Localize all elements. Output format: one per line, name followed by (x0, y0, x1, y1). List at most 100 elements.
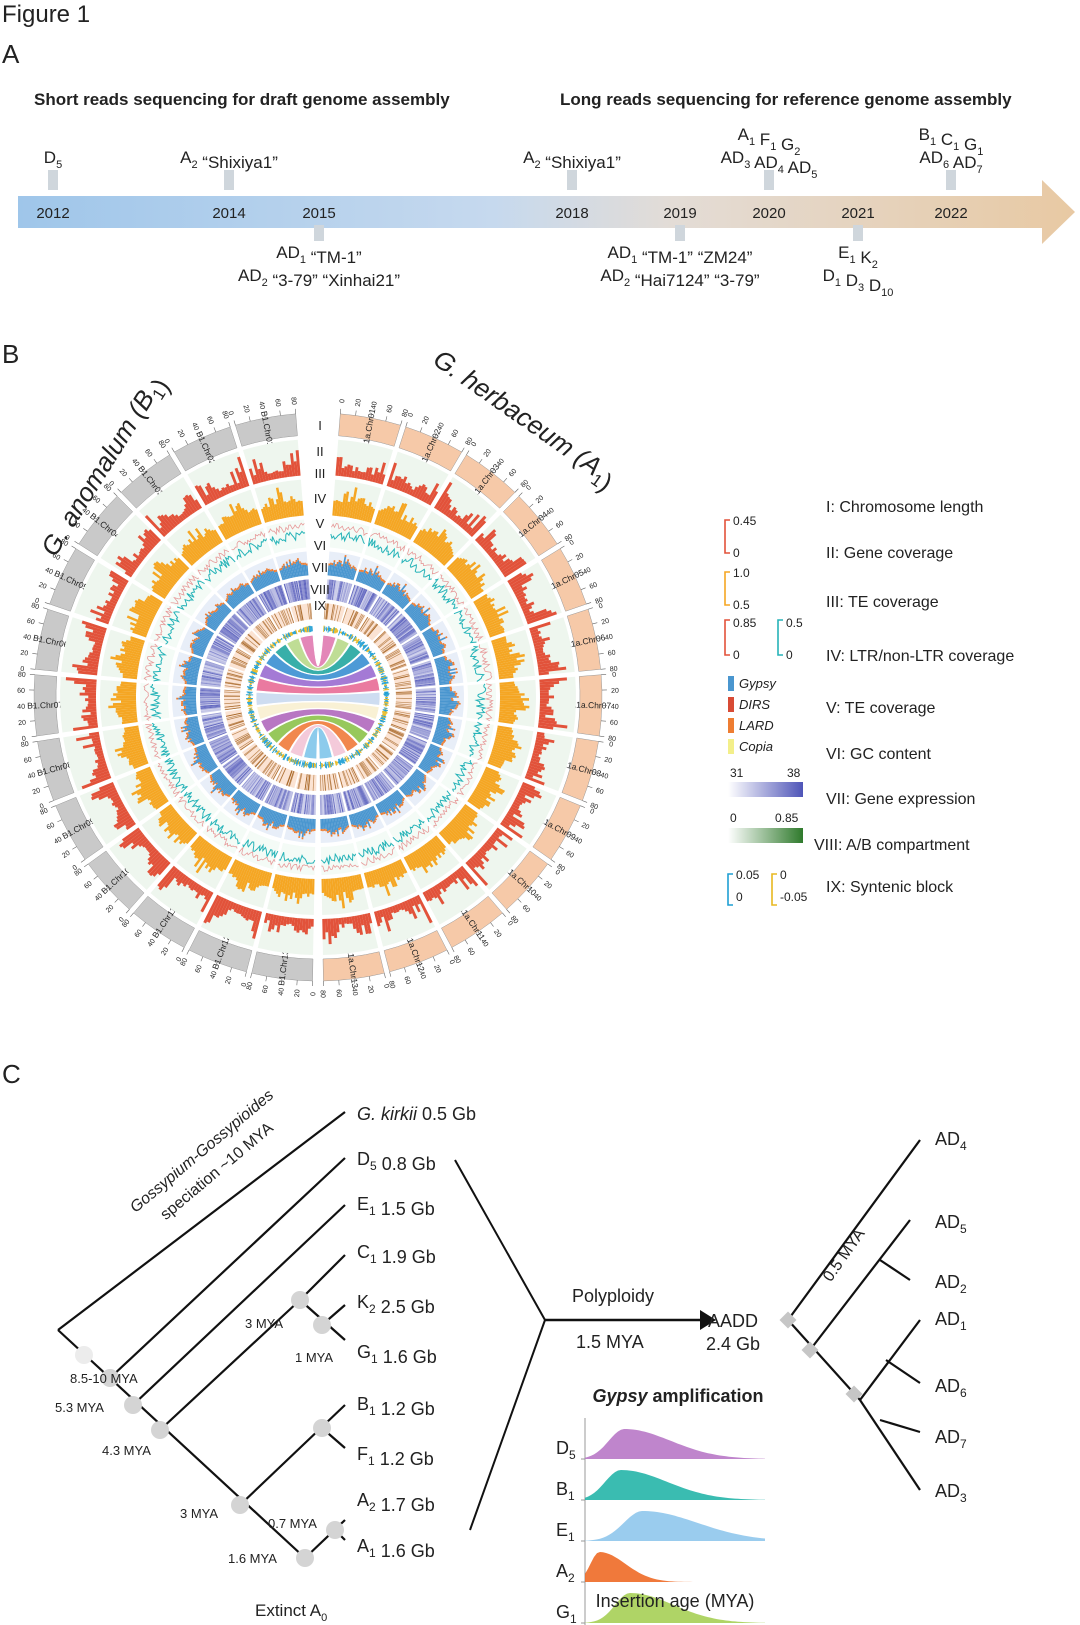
lard-bar (292, 561, 295, 564)
gene-coverage-bar (443, 878, 451, 888)
expression-mark (372, 752, 385, 765)
te-coverage-bar (160, 561, 181, 580)
gypsy-bar (327, 818, 331, 831)
scale-tick (466, 450, 470, 456)
scale-tick-label: 0 (118, 916, 126, 924)
gypsy-bar (245, 584, 254, 595)
gypsy-bar (327, 565, 330, 576)
gene-coverage-bar (104, 599, 117, 607)
gene-coverage-bar (532, 752, 540, 757)
gc-heat-cell (407, 648, 427, 658)
gene-coverage-bar (289, 453, 296, 477)
compartment-bar (359, 641, 362, 645)
expression-mark (378, 745, 392, 756)
lard-bar (419, 789, 422, 793)
compartment-bar (259, 733, 262, 736)
scale-tick (591, 771, 597, 774)
expression-mark (308, 774, 311, 791)
scale-tick (280, 978, 283, 984)
gypsy-bar (336, 817, 340, 829)
gc-heat-cell (300, 580, 305, 601)
gypsy-bar (297, 817, 302, 831)
compartment-bar (271, 746, 278, 754)
lard-bar (353, 824, 356, 828)
te-coverage-bar (374, 869, 383, 888)
gene-coverage-bar (475, 851, 483, 860)
gene-coverage-bar (195, 884, 202, 893)
compartment-bar (326, 627, 329, 631)
gc-heat-cell (336, 581, 341, 601)
gc-heat-cell (232, 764, 248, 779)
te-coverage-bar (170, 564, 184, 577)
lard-bar (191, 632, 195, 635)
compartment-bar (283, 634, 287, 640)
gypsy-bar (178, 697, 197, 700)
compartment-bar (377, 666, 382, 669)
gypsy-bar (266, 810, 275, 829)
gc-heat-cell (415, 684, 436, 688)
lard-bar (183, 669, 187, 672)
node-age-6: 0.7 MYA (268, 1516, 317, 1531)
gypsy-bar (235, 792, 244, 802)
gypsy-bar (425, 752, 444, 764)
gc-heat-cell (266, 785, 276, 804)
gypsy-bar (215, 611, 225, 620)
gene-coverage-bar (223, 900, 232, 916)
scale-tick-label: 80 (289, 397, 297, 405)
gypsy-bar (439, 707, 451, 711)
lard-bar (300, 831, 303, 834)
gene-track-bg (139, 477, 203, 538)
gene-coverage-bar (406, 485, 413, 495)
lard-bar (222, 602, 225, 605)
gene-coverage-bar (539, 695, 555, 699)
gc-heat-cell (403, 639, 422, 651)
gc-heat-cell (200, 706, 221, 709)
gene-coverage-bar (470, 520, 487, 538)
scale-tick-label: 40 (545, 507, 556, 517)
gc-heat-cell (335, 580, 340, 601)
compartment-bar (321, 763, 324, 768)
lard-bar (188, 660, 191, 663)
te-coverage-bar (431, 535, 448, 556)
te-coverage-bar (416, 530, 428, 546)
expression-mark (354, 613, 363, 629)
gypsy-bar (183, 707, 197, 711)
gc-heat-cell (377, 602, 391, 620)
gene-coverage-bar (237, 456, 250, 487)
gene-coverage-bar (404, 482, 411, 494)
compartment-bar (256, 729, 260, 732)
te-coverage-bar (451, 559, 468, 575)
lard-bar (246, 582, 250, 586)
compartment-bar (333, 627, 336, 634)
compartment-bar (302, 627, 305, 633)
gc-heat-cell (286, 582, 293, 603)
lard-bar (328, 829, 331, 833)
gc-heat-cell (411, 724, 432, 732)
gene-coverage-bar (492, 831, 500, 839)
track-numeral: IX (314, 598, 327, 613)
lard-bar (300, 562, 303, 565)
te-coverage-bar (147, 790, 163, 801)
te-coverage-bar (487, 761, 502, 769)
gene-coverage-bar (364, 913, 372, 934)
gene-coverage-bar (139, 548, 149, 556)
scale-tick (31, 735, 37, 738)
gene-coverage-bar (132, 559, 141, 567)
lard-bar (389, 813, 393, 816)
gypsy-bar (297, 559, 302, 577)
gene-coverage-bar (92, 765, 108, 773)
lard-bar (423, 613, 426, 616)
compartment-bar (285, 633, 289, 639)
compartment-bar (384, 703, 388, 705)
gypsy-bar (439, 709, 452, 713)
gc-heat-cell (413, 671, 434, 677)
gc-heat-cell (414, 714, 435, 719)
compartment-bar (305, 626, 308, 633)
lard-bar (181, 677, 184, 679)
te-coverage-bar (498, 670, 516, 675)
gc-heat-cell (405, 739, 425, 749)
gene-coverage-bar (170, 513, 181, 525)
gene-coverage-bar (429, 887, 438, 899)
gc-heat-cell (322, 794, 325, 815)
